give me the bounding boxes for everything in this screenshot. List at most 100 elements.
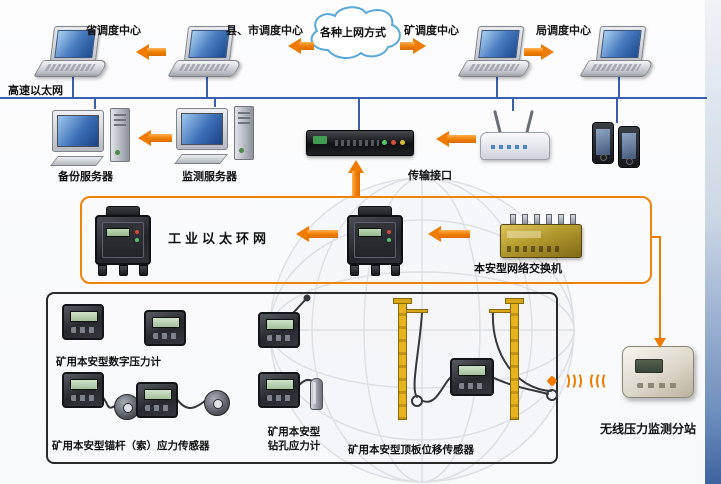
wireless-router	[480, 109, 550, 164]
rack-led-lights	[382, 140, 405, 145]
device-body	[95, 215, 151, 265]
flow-arrow-right-icon	[400, 38, 426, 54]
right-edge-gradient	[705, 0, 721, 484]
router-antenna	[493, 109, 502, 135]
flow-arrow-left-icon	[288, 38, 314, 54]
displacement-pole	[489, 298, 524, 420]
bus-drop	[206, 76, 208, 97]
substation-buttons	[637, 383, 677, 388]
bus-drop	[496, 76, 498, 97]
pc-keyboard	[174, 154, 228, 164]
mine-substation-device	[94, 206, 152, 276]
bus-drop	[358, 99, 360, 130]
borehole-label-line2: 钻孔应力计	[267, 440, 321, 452]
displacement-pole	[393, 298, 428, 420]
pc-tower	[110, 108, 130, 162]
internet-cloud-icon	[310, 6, 401, 59]
ethernet-bus-line	[0, 97, 707, 99]
sensor-section-box: 矿用本安型数字压力计 矿用本安型锚杆（索）应力传感器 矿用本安型 钻孔应力计 矿…	[46, 292, 558, 464]
flow-arrow-left-icon	[136, 44, 166, 60]
digital-pressure-label: 矿用本安型数字压力计	[56, 356, 161, 368]
mobile-phone	[592, 122, 614, 164]
ring-network-label: 工业以太环网	[168, 232, 271, 247]
signal-dot-icon	[546, 375, 558, 387]
pole-cap	[505, 298, 524, 304]
backup-server-label: 备份服务器	[58, 170, 113, 183]
flow-arrow-left-icon	[428, 226, 470, 242]
backbone-label: 高速以太网	[8, 84, 63, 97]
intrinsically-safe-network-switch	[500, 214, 582, 260]
borehole-probe	[310, 378, 323, 410]
transmission-interface-rack	[306, 130, 414, 156]
bus-drop	[94, 99, 96, 109]
flow-arrow-left-icon	[138, 130, 172, 146]
wireless-monitoring-substation	[620, 344, 696, 406]
bus-drop	[616, 99, 618, 123]
monitor-server-computer	[174, 106, 262, 168]
wireless-station-label: 无线压力监测分站	[600, 422, 697, 436]
router-antenna	[525, 109, 534, 135]
switch-body	[500, 224, 582, 258]
led-icon	[135, 238, 139, 242]
mine-substation-device	[346, 206, 404, 276]
pc-tower	[234, 106, 254, 160]
led-icon	[135, 230, 139, 234]
backup-server-computer	[50, 108, 138, 170]
device-display	[106, 228, 130, 237]
uplink-arrow-icon	[348, 160, 364, 196]
bus-drop	[618, 76, 620, 97]
anchor-stress-sensor-box	[136, 382, 178, 418]
county-city-center-label: 县、市调度中心	[226, 24, 303, 37]
province-center-label: 省调度中心	[86, 24, 141, 37]
led-icon	[387, 238, 391, 242]
borehole-label-line1: 矿用本安型	[267, 426, 321, 438]
industrial-ring-box: 工业以太环网 本安型网络交换机	[80, 196, 652, 284]
anchor-ring-sensor	[114, 394, 140, 420]
pole-arm	[489, 309, 511, 313]
monitor-server-label: 监测服务器	[182, 170, 237, 183]
transmission-interface-label: 传输接口	[408, 169, 452, 182]
anchor-ring-sensor	[204, 390, 230, 416]
globe-watermark	[269, 177, 575, 483]
laptop-keyboard	[457, 60, 533, 77]
wireless-link-line	[659, 236, 661, 340]
cloud-label: 各种上网方式	[320, 26, 386, 39]
laptop-screen	[595, 26, 647, 62]
digital-pressure-gauge	[258, 312, 300, 348]
borehole-stress-gauge-box	[258, 372, 300, 408]
bus-drop	[214, 99, 216, 107]
device-display	[358, 228, 382, 237]
bus-drop	[512, 99, 514, 111]
digital-pressure-gauge	[62, 304, 104, 340]
roof-displacement-label: 矿用本安型顶板位移传感器	[348, 444, 474, 456]
anchor-stress-sensor-box	[62, 372, 104, 408]
flow-arrow-left-icon	[296, 226, 338, 242]
bus-drop	[72, 76, 74, 97]
wireless-signal-waves-icon	[546, 366, 620, 396]
laptop-keyboard	[579, 60, 655, 77]
bureau-center-label: 局调度中心	[536, 24, 591, 37]
mine-center-label: 矿调度中心	[404, 24, 459, 37]
pole-cap	[393, 298, 412, 304]
digital-pressure-gauge	[144, 310, 186, 346]
mobile-phone	[618, 126, 640, 168]
pc-monitor	[52, 110, 104, 152]
substation-display	[635, 359, 663, 373]
switch-ports	[510, 214, 576, 225]
wireless-link-line	[652, 236, 661, 238]
laptop-screen	[473, 26, 525, 62]
sensor-cables	[101, 294, 558, 409]
flow-arrow-left-icon	[436, 131, 476, 147]
pole-arm	[406, 309, 428, 313]
router-body	[480, 132, 550, 160]
laptop-bureau-center	[579, 26, 656, 80]
wireless-link-arrowhead	[654, 338, 666, 348]
device-body	[347, 215, 403, 265]
anchor-stress-label: 矿用本安型锚杆（索）应力传感器	[52, 440, 210, 452]
flow-arrow-right-icon	[524, 44, 554, 60]
switch-label: 本安型网络交换机	[474, 262, 562, 275]
laptop-keyboard	[33, 60, 109, 77]
laptop-keyboard	[167, 60, 243, 77]
led-icon	[387, 230, 391, 234]
